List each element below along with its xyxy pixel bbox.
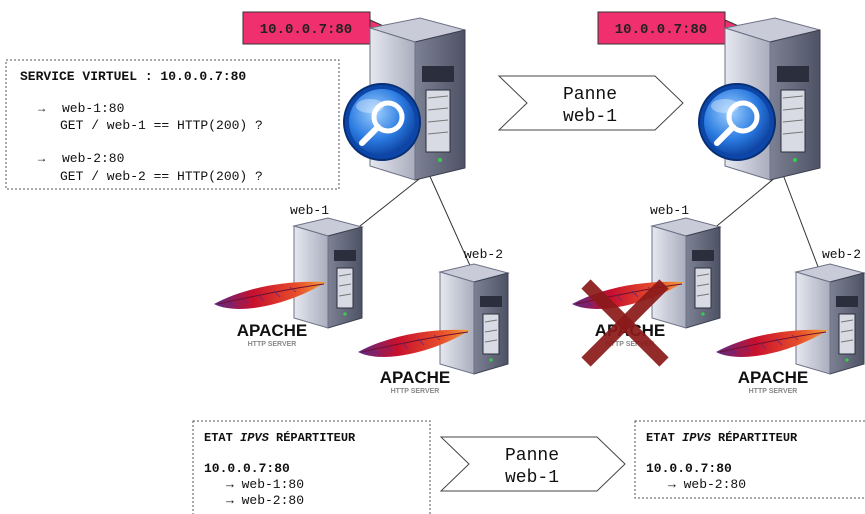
web1-right-apache-sub: HTTP SERVER [606,341,655,348]
web2-left-server-icon [439,263,509,375]
service-entry-1-target: web-1:80 [62,101,124,116]
link-director-web2-left [427,171,473,271]
state-box-right-vip: 10.0.0.7:80 [646,461,732,476]
failure-arrow-bottom: Panne web-1 [439,436,626,492]
state-box-left: ETAT IPVS RÉPARTITEUR 10.0.0.7:80 → web-… [192,420,431,514]
failure-arrow-top: Panne web-1 [497,75,684,131]
web2-left-apache-name: APACHE [380,368,451,387]
link-director-web2-right [781,171,821,273]
failure-arrow-top-line2: web-1 [563,107,617,127]
vip-tag-left: 10.0.0.7:80 [242,11,390,45]
link-director-web1-left [354,171,429,231]
vip-tag-right-text: 10.0.0.7:80 [615,22,707,38]
web1-left-apache-sub: HTTP SERVER [248,341,297,348]
magnifier-left-icon [344,84,420,160]
state-box-left-vip: 10.0.0.7:80 [204,461,290,476]
vip-tag-right: 10.0.0.7:80 [597,11,745,45]
web2-right-server-icon [795,263,865,375]
state-box-left-title: ETAT IPVS RÉPARTITEUR [204,430,356,445]
web2-right-apache-name: APACHE [738,368,809,387]
state-box-left-backend-1: → web-1:80 [226,477,304,492]
web1-right-server-icon [651,217,721,329]
link-director-web1-right [711,171,783,231]
failure-cross-icon [581,279,669,367]
service-box: SERVICE VIRTUEL : 10.0.0.7:80 → web-1:80… [5,59,340,190]
web2-left-label: web-2 [464,247,503,262]
service-entry-2-check: GET / web-2 == HTTP(200) ? [60,169,263,184]
magnifier-right-icon [699,84,775,160]
service-box-title: SERVICE VIRTUEL : 10.0.0.7:80 [20,69,246,84]
failure-arrow-bottom-line2: web-1 [505,468,559,488]
service-entry-2-target: web-2:80 [62,151,124,166]
service-entry-2-arrow: → [38,152,46,166]
failure-arrow-bottom-line1: Panne [505,446,559,466]
state-box-right: ETAT IPVS RÉPARTITEUR 10.0.0.7:80 → web-… [634,420,865,499]
vip-tag-left-text: 10.0.0.7:80 [260,22,352,38]
state-box-right-title: ETAT IPVS RÉPARTITEUR [646,430,798,445]
state-box-right-backend-1: → web-2:80 [668,477,746,492]
state-box-left-backend-2: → web-2:80 [226,493,304,508]
web1-left-apache-name: APACHE [237,321,308,340]
failure-arrow-top-line1: Panne [563,85,617,105]
web2-right-label: web-2 [822,247,861,262]
web1-left-server-icon [293,217,363,329]
web2-right-apache-sub: HTTP SERVER [749,388,798,395]
web1-right-label: web-1 [650,203,689,218]
web2-left-apache-sub: HTTP SERVER [391,388,440,395]
service-entry-1-arrow: → [38,102,46,116]
service-entry-1-check: GET / web-1 == HTTP(200) ? [60,118,263,133]
web1-left-label: web-1 [290,203,329,218]
